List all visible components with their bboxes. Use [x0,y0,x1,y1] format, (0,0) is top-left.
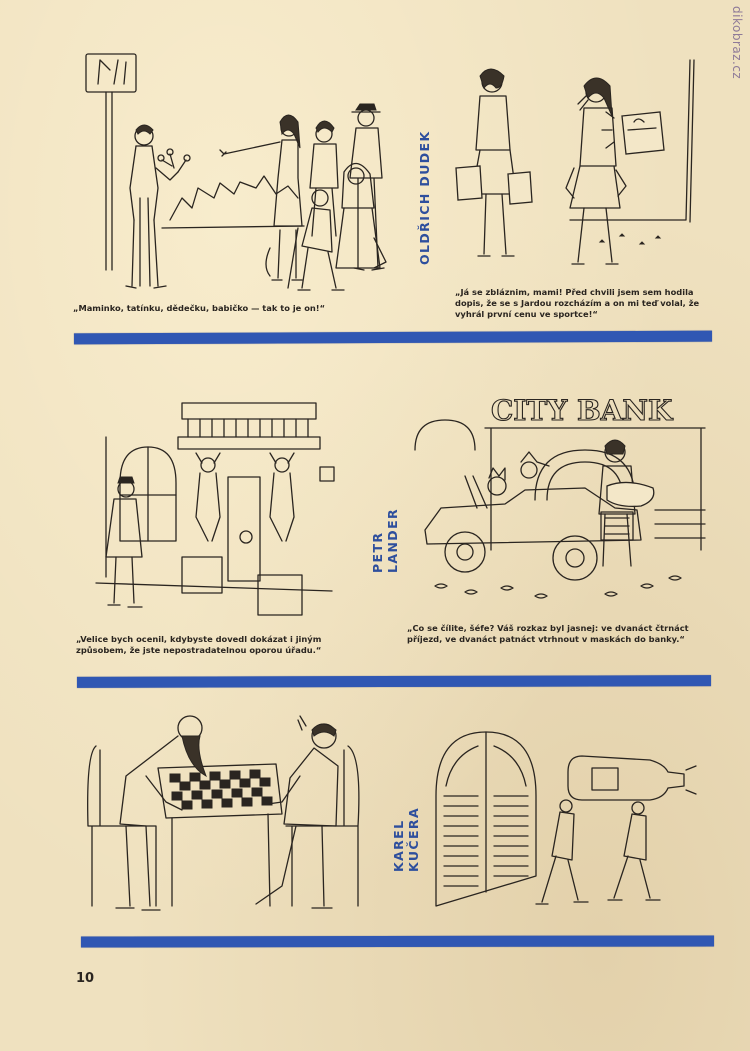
section-divider-3 [80,935,715,948]
caption-family-introduction: „Maminko, tatínku, dědečku, babičko — ta… [73,303,326,313]
author-oldrich-dudek: OLDŘICH DUDEK [417,130,432,265]
cartoon-city-bank: CITY BANK [405,393,710,615]
author-karel-kucera: KAREL KUČERA [391,806,421,872]
cartoon-wine-bottle-door [432,726,702,916]
author-petr-lander: PETR LANDER [370,507,400,573]
caption-bank-robbery: „Co se čílite, šéfe? Váš rozkaz byl jasn… [407,623,689,644]
city-bank-sign: CITY BANK [491,394,674,427]
cartoon-atlas-doorway [96,397,346,619]
cartoon-family-introduction [74,48,414,303]
cartoon-chess-players [86,706,366,916]
site-watermark: dikobraz.cz [730,6,744,80]
caption-lottery-letter: „Já se zbláznim, mami! Před chvili jsem … [455,287,700,319]
caption-indispensable-support: „Velice bych ocenil, kdybyste dovedl dok… [76,634,322,655]
section-divider-2 [76,675,712,688]
cartoon-lottery-letter [450,58,710,280]
page-number: 10 [76,971,95,986]
